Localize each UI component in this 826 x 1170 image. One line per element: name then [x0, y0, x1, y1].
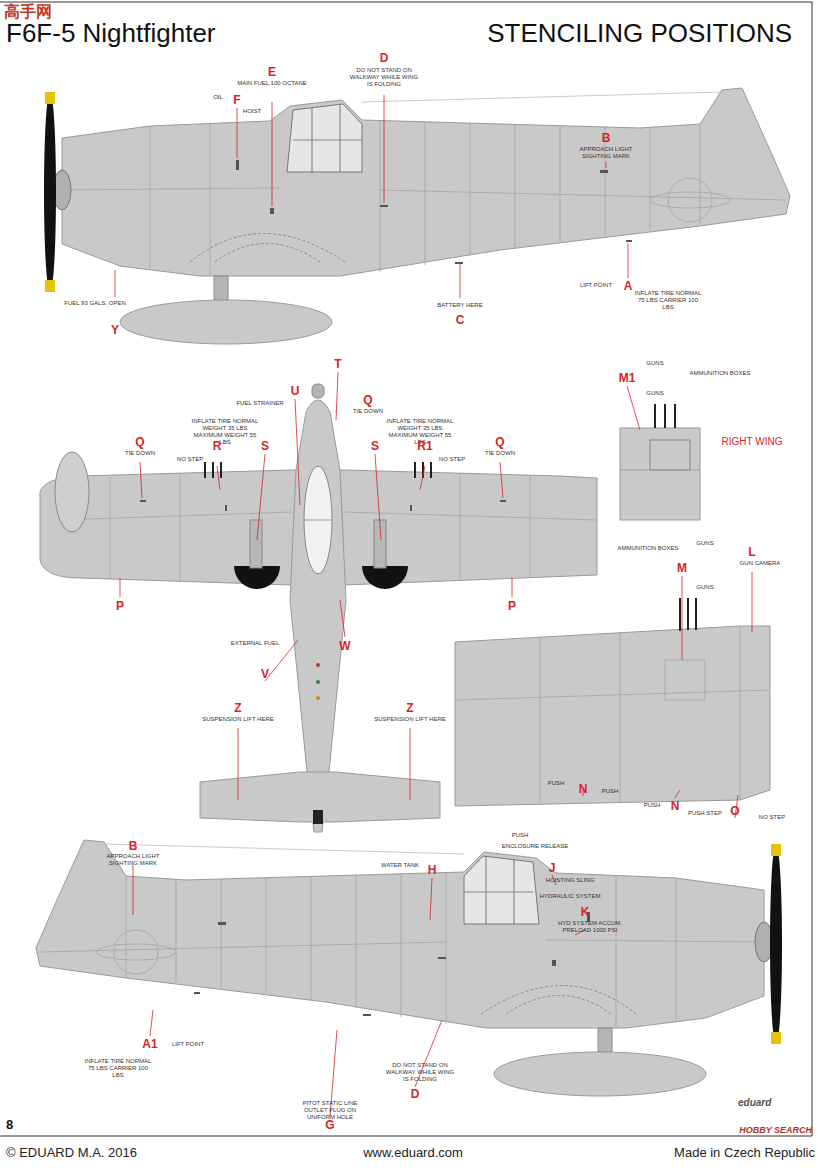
- stencil-text: SUSPENSION LIFT HERE: [202, 716, 274, 723]
- footer-text: Made in Czech Republic: [674, 1146, 815, 1159]
- stencil-text: INFLATE TIRE NORMAL 75 LBS CARRIER 100 L…: [632, 290, 704, 311]
- callout-letter: Z: [234, 702, 241, 714]
- callout-letter: Q: [135, 436, 144, 448]
- callout-letter: J: [549, 862, 556, 874]
- stencil-text: FUEL 93 GALS. OPEN: [59, 300, 131, 307]
- callout-letter: A: [624, 280, 633, 292]
- stencil-text: PUSH: [484, 832, 556, 839]
- stencil-text: NO STEP: [154, 456, 226, 463]
- stencil-text: DO NOT STAND ON WALKWAY WHILE WING IS FO…: [384, 1062, 456, 1083]
- callout-letter: W: [339, 640, 350, 652]
- callout-letter: R: [213, 440, 222, 452]
- stencil-text: LIFT POINT: [560, 282, 632, 289]
- callout-letter: F: [233, 94, 240, 106]
- callout-letter: C: [456, 314, 465, 326]
- stencil-text: TIE DOWN: [464, 450, 536, 457]
- stencil-text: PUSH: [574, 788, 646, 795]
- callout-letter: N: [579, 783, 588, 795]
- callout-letter: Y: [111, 324, 119, 336]
- stencil-text: FUEL STRAINER: [224, 400, 296, 407]
- panel-title: RIGHT WING: [722, 436, 783, 447]
- stencil-text: GUNS: [669, 540, 741, 547]
- callout-letter: M1: [619, 372, 636, 384]
- callout-letter: O: [730, 805, 739, 817]
- callout-letter: T: [334, 358, 341, 370]
- brand-logo: eduard: [738, 1098, 771, 1108]
- stencil-text: NO STEP: [736, 814, 808, 821]
- stencil-text: PITOT STATIC LINE OUTLET PLUG ON UNIFORM…: [294, 1100, 366, 1121]
- stencil-text: LIFT POINT: [152, 1041, 224, 1048]
- stencil-text: AMMUNITION BOXES: [612, 545, 684, 552]
- heading: F6F-5 Nightfighter: [6, 20, 216, 46]
- stencil-text: AMMUNITION BOXES: [684, 370, 756, 377]
- callout-letter: Q: [495, 436, 504, 448]
- stencil-text: MAIN FUEL 100 OCTANE: [236, 80, 308, 87]
- callout-letter: M: [677, 562, 687, 574]
- callout-letter: P: [508, 600, 516, 612]
- callout-letter: D: [411, 1088, 420, 1100]
- page-number: 8: [6, 1118, 13, 1131]
- callout-letter: P: [116, 600, 124, 612]
- stencil-text: OIL: [182, 94, 254, 101]
- stencil-text: ENCLOSURE RELEASE: [499, 843, 571, 850]
- watermark: 高手网: [4, 4, 52, 20]
- stencil-text: GUNS: [669, 584, 741, 591]
- stencil-text: APPROACH LIGHT SIGHTING MARK: [97, 853, 169, 867]
- stencil-text: HYD SYSTEM ACCUM. PRELOAD 1000 PSI: [554, 920, 626, 934]
- stencil-text: SUSPENSION LIFT HERE: [374, 716, 446, 723]
- stencil-text: APPROACH LIGHT SIGHTING MARK: [570, 146, 642, 160]
- callout-letter: Q: [363, 394, 372, 406]
- callout-letter: Z: [406, 702, 413, 714]
- stencil-text: TIE DOWN: [332, 408, 404, 415]
- stencil-text: INFLATE TIRE NORMAL 75 LBS CARRIER 100 L…: [82, 1058, 154, 1079]
- callout-letter: V: [261, 668, 269, 680]
- callout-letter: L: [748, 546, 755, 558]
- stencil-text: HOISTING SLING: [534, 877, 606, 884]
- callout-letter: B: [129, 840, 138, 852]
- callout-letter: K: [581, 906, 590, 918]
- callout-letter: D: [380, 52, 389, 64]
- callout-letter: A1: [142, 1038, 157, 1050]
- stencil-text: BATTERY HERE: [424, 302, 496, 309]
- stencil-text: GUN CAMERA: [724, 560, 796, 567]
- stencil-text: NO STEP: [416, 456, 488, 463]
- stencil-text: TIE DOWN: [104, 450, 176, 457]
- stencil-text: GUNS: [619, 360, 691, 367]
- stencil-text: EXTERNAL FUEL: [219, 640, 291, 647]
- stencil-text: INFLATE TIRE NORMAL WEIGHT 35 LBS MAXIMU…: [189, 418, 261, 446]
- stencil-text: DO NOT STAND ON WALKWAY WHILE WING IS FO…: [348, 67, 420, 88]
- callout-letter: S: [261, 440, 269, 452]
- footer-text: © EDUARD M.A. 2016: [6, 1146, 137, 1159]
- callout-letter: S: [371, 440, 379, 452]
- stencil-text: HOIST: [216, 108, 288, 115]
- callout-letter: R1: [417, 440, 432, 452]
- heading: STENCILING POSITIONS: [487, 20, 792, 46]
- callout-letter: B: [602, 132, 611, 144]
- callout-letter: H: [428, 864, 437, 876]
- watermark: HOBBY SEARCH: [739, 1126, 812, 1135]
- stencil-text: PUSH STEP: [669, 810, 741, 817]
- stencil-text: GUNS: [619, 390, 691, 397]
- callout-letter: E: [268, 66, 276, 78]
- stencil-text: WATER TANK: [364, 862, 436, 869]
- callout-letter: N: [671, 800, 680, 812]
- callout-letter: U: [291, 385, 300, 397]
- stencil-text: HYDRAULIC SYSTEM: [534, 893, 606, 900]
- callout-letter: G: [325, 1119, 334, 1131]
- footer-text: www.eduard.com: [363, 1146, 463, 1159]
